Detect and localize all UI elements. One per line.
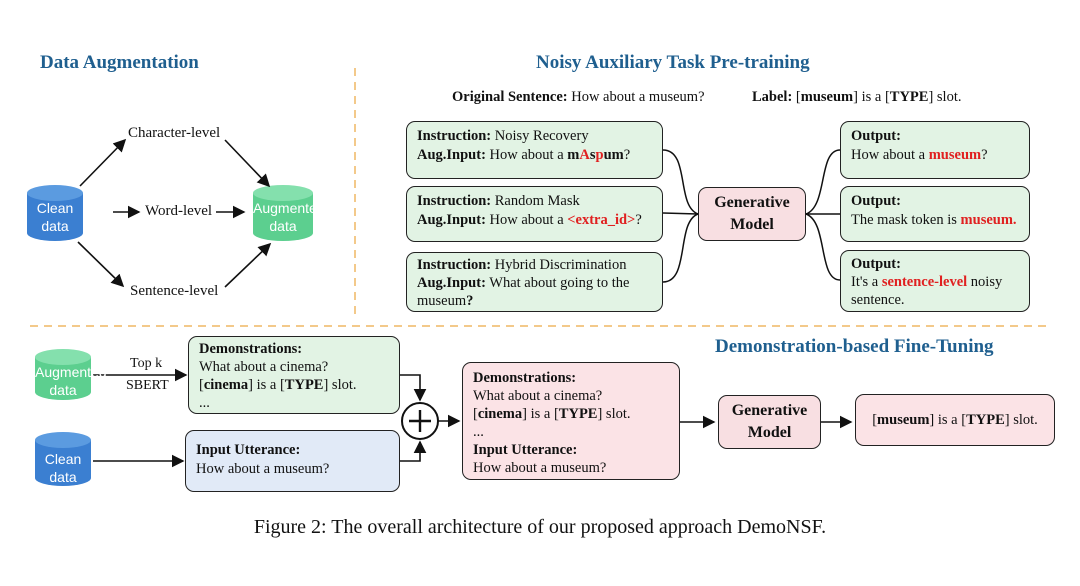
topk-label: Top k — [130, 356, 163, 371]
wire-input1-model — [662, 149, 699, 215]
arrow-clean-to-sentence — [77, 241, 125, 288]
arrow-char-to-aug — [224, 139, 271, 188]
arrow-input-to-plus — [400, 440, 427, 462]
output-box-1: Output: How about a museum? — [840, 121, 1030, 179]
arrow-sentence-to-aug — [224, 242, 272, 288]
input-box-noisy-recovery: Instruction: Noisy Recovery Aug.Input: H… — [406, 121, 663, 179]
character-level-label: Character-level — [128, 125, 221, 141]
wire-model-output1 — [805, 149, 841, 215]
ft-result-box: [museum] is a [TYPE] slot. — [855, 394, 1055, 446]
arrow-demos-to-plus — [400, 374, 427, 402]
ft-demonstrations-box: Demonstrations: What about a cinema? [ci… — [188, 336, 400, 414]
augmented-data-cylinder — [253, 185, 313, 241]
original-sentence: Original Sentence: How about a museum? — [452, 89, 705, 105]
figure-caption: Figure 2: The overall architecture of ou… — [253, 516, 827, 538]
sbert-label: SBERT — [126, 378, 169, 393]
wire-model-output3 — [805, 213, 841, 281]
pretraining-title: Noisy Auxiliary Task Pre-training — [536, 52, 810, 73]
finetuning-title: Demonstration-based Fine-Tuning — [715, 336, 994, 357]
sentence-level-label: Sentence-level — [130, 283, 219, 299]
arrow-clean-to-char — [79, 138, 127, 187]
word-level-label: Word-level — [145, 203, 213, 219]
ft-clean-cylinder — [35, 432, 91, 486]
input-box-random-mask: Instruction: Random Mask Aug.Input: How … — [406, 186, 663, 242]
wire-input3-model — [662, 213, 699, 283]
data-augmentation-title: Data Augmentation — [40, 52, 199, 73]
ft-prompt-box: Demonstrations: What about a cinema? [ci… — [462, 362, 680, 480]
output-box-2: Output: The mask token is museum. — [840, 186, 1030, 242]
wire-input2-model — [662, 212, 699, 215]
output-box-3: Output: It's a sentence-level noisy sent… — [840, 250, 1030, 312]
label-text: Label: [museum] is a [TYPE] slot. — [752, 89, 962, 105]
input-box-hybrid-discrimination: Instruction: Hybrid Discrimination Aug.I… — [406, 252, 663, 312]
ft-augmented-cylinder — [35, 349, 91, 400]
clean-data-cylinder — [27, 185, 83, 241]
ft-input-utterance-box: Input Utterance: How about a museum? — [185, 430, 400, 492]
plus-operator-icon — [401, 402, 439, 440]
